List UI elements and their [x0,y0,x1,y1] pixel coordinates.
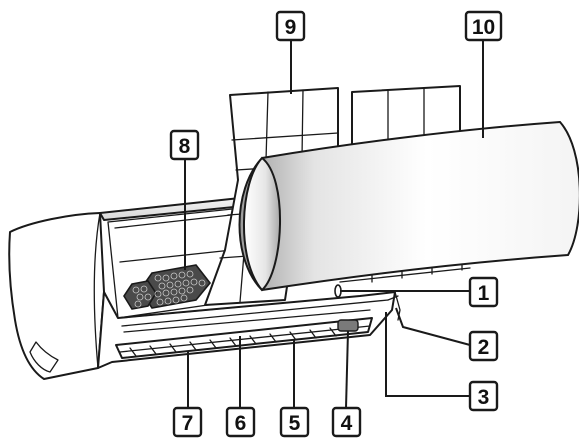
callout-10: 10 [464,10,503,42]
callout-10-label: 10 [472,16,495,39]
receiver-window [337,319,359,332]
deodorizing-filter [123,264,212,310]
callout-6: 6 [225,406,256,438]
callout-8: 8 [169,129,200,161]
callout-9: 9 [275,10,306,42]
end-cap-inner-edge [93,212,101,369]
leader-4 [345,330,349,409]
leader-lines [184,40,484,409]
front-panel [238,120,579,292]
callout-8-label: 8 [179,135,191,158]
unit-left-end-cap [8,212,105,380]
vertical-louvers [129,327,337,357]
callout-1: 1 [468,276,499,308]
callout-9-label: 9 [285,16,297,39]
callout-1-label: 1 [478,282,490,305]
callout-5-label: 5 [289,412,301,435]
callout-4: 4 [331,406,362,438]
deodorizing-filter-small [123,280,157,310]
horizontal-louver [115,317,373,359]
callout-5: 5 [279,406,310,438]
leader-2 [395,307,471,346]
callout-7-label: 7 [182,412,194,435]
callout-2-label: 2 [478,336,490,359]
callout-6-label: 6 [235,412,247,435]
end-cap-slot [29,341,59,373]
callout-3: 3 [468,380,499,412]
front-panel-end [242,156,282,292]
callout-4-label: 4 [341,412,353,435]
callout-2: 2 [468,330,499,362]
callout-7: 7 [172,406,203,438]
leader-3 [385,312,470,397]
callout-3-label: 3 [478,386,490,409]
